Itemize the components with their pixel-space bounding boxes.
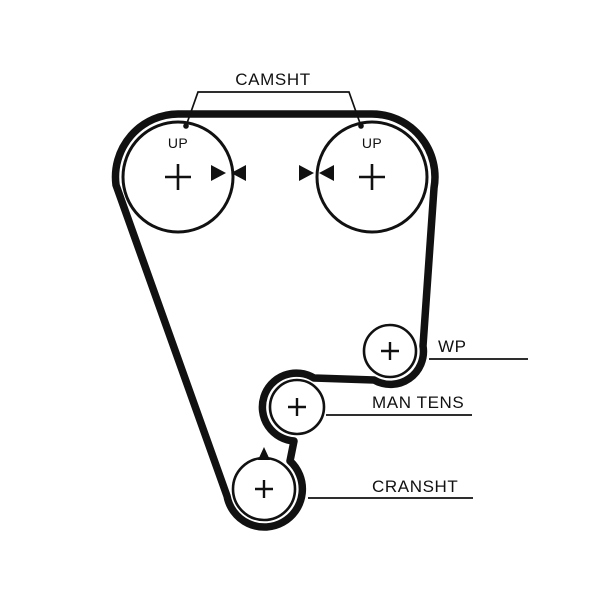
cam-right-plus-icon: [359, 164, 385, 190]
triangle-right-icon: [211, 165, 226, 181]
crank-timing-arrow-icon: [258, 447, 270, 460]
tensioner-label: MAN TENS: [372, 393, 464, 412]
belt-path: [111, 110, 439, 531]
triangle-left-icon: [319, 165, 334, 181]
camshaft-bracket: [185, 91, 362, 127]
up-label-left: UP: [168, 135, 188, 151]
crankshaft-plus-icon: [255, 480, 273, 498]
camshaft-bracket-dot-left: [183, 123, 189, 129]
up-label-right: UP: [362, 135, 382, 151]
triangle-left-icon: [231, 165, 246, 181]
tensioner-plus-icon: [288, 398, 306, 416]
cam-left-timing-marks: [211, 165, 246, 181]
cam-right-timing-marks: [299, 165, 334, 181]
triangle-right-icon: [299, 165, 314, 181]
water-pump-plus-icon: [381, 342, 399, 360]
water-pump-label: WP: [438, 337, 467, 356]
crankshaft-label: CRANSHT: [372, 477, 458, 496]
camshaft-title: CAMSHT: [235, 70, 310, 89]
cam-left-plus-icon: [165, 164, 191, 190]
camshaft-bracket-dot-right: [358, 123, 364, 129]
